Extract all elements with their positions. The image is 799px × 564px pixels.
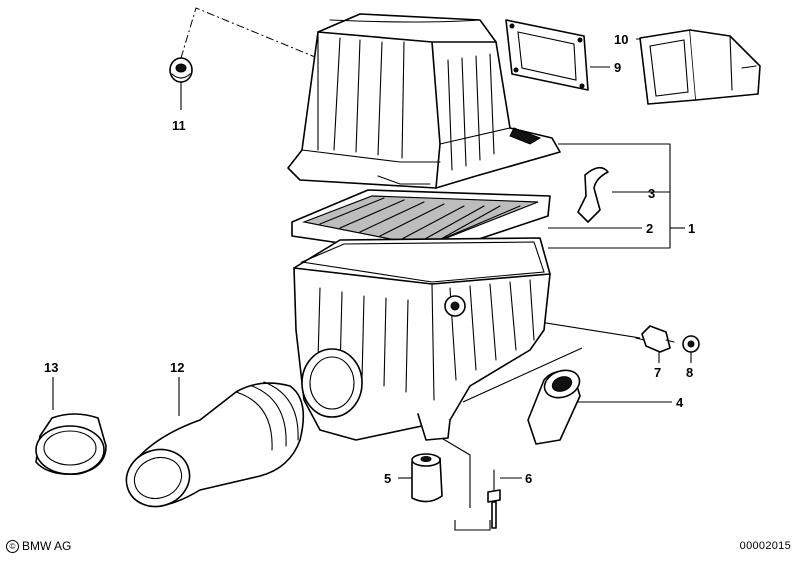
part-12-intake-boot <box>125 348 363 508</box>
part-3-clip <box>577 166 609 223</box>
callout-6: 6 <box>525 471 532 486</box>
part-8-nut <box>682 335 700 353</box>
callout-labels: 11 9 10 3 2 1 7 8 4 5 6 12 13 <box>44 32 695 486</box>
leader-1-bracket <box>548 143 671 249</box>
callout-10: 10 <box>614 32 628 47</box>
callout-9: 9 <box>614 60 621 75</box>
copyright-icon: © <box>6 539 19 553</box>
part-11-rubber-mount <box>169 57 193 83</box>
callout-4: 4 <box>676 395 684 410</box>
callout-12: 12 <box>170 360 184 375</box>
part-5-bushing <box>411 453 443 503</box>
callout-8: 8 <box>686 365 693 380</box>
callout-2: 2 <box>646 221 653 236</box>
air-filter-cover <box>287 13 561 189</box>
callout-3: 3 <box>648 186 655 201</box>
part-6-bolt <box>487 469 501 529</box>
callout-5: 5 <box>384 471 391 486</box>
callout-13: 13 <box>44 360 58 375</box>
part-13-cap <box>35 413 107 476</box>
callout-7: 7 <box>654 365 661 380</box>
drawing-number: 00002015 <box>739 540 791 552</box>
callout-1: 1 <box>688 221 695 236</box>
callout-11: 11 <box>172 118 186 133</box>
leader-lines <box>52 7 692 531</box>
brand-label: BMW AG <box>22 539 72 553</box>
copyright-brand: © BMW AG <box>6 539 71 553</box>
leader-4-top <box>462 347 583 403</box>
part-10-intake-duct <box>639 29 761 105</box>
part-7-valve <box>635 325 675 353</box>
part-4-hose <box>527 369 581 445</box>
part-9-gasket <box>505 19 589 91</box>
